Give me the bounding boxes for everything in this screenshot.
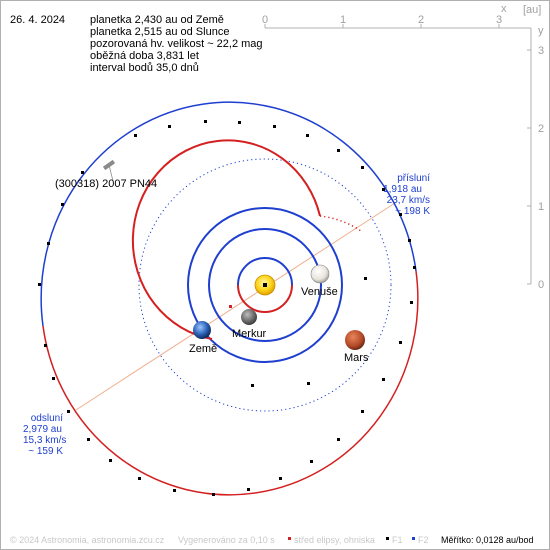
earth-label: Země	[189, 343, 217, 355]
mars-orbit	[131, 139, 362, 340]
aphelion-distance: 2,979 au	[23, 424, 62, 435]
footer-legend-center: střed elipsy, ohniska	[294, 535, 375, 545]
y-tick-1: 1	[538, 201, 544, 213]
footer-copyright: © 2024 Astronomia, astronomia.zcu.cz	[10, 535, 165, 545]
focus-f1-marker	[263, 283, 267, 287]
footer-legend-f1: F1	[392, 535, 403, 545]
info-interval: interval bodů 35,0 dnů	[90, 62, 199, 74]
info-distance-sun: planetka 2,515 au od Slunce	[90, 26, 230, 38]
perihelion-label: přísluní 1,918 au 23,7 km/s ~ 198 K	[383, 173, 430, 217]
axis-frame	[264, 24, 532, 285]
asteroid-name-label: (300318) 2007 PN44	[55, 178, 157, 190]
earth-orbit	[187, 207, 343, 363]
mars-planet	[345, 330, 365, 350]
info-period: oběžná doba 3,831 let	[90, 50, 199, 62]
aphelion-speed: 15,3 km/s	[23, 435, 67, 446]
footer-generated: Vygenerováno za 0,10 s	[178, 535, 275, 545]
legend-f2-marker	[412, 537, 415, 540]
perihelion-distance: 1,918 au	[383, 184, 422, 195]
perihelion-title: přísluní	[397, 173, 430, 184]
info-distance-earth: planetka 2,430 au od Země	[90, 14, 224, 26]
apsis-line	[75, 202, 396, 411]
footer-scale: Měřítko: 0,0128 au/bod	[441, 535, 534, 545]
x-tick-2: 2	[418, 14, 424, 26]
mars-label: Mars	[344, 352, 369, 364]
venus-label: Venuše	[301, 286, 338, 298]
y-axis-marker: y	[538, 25, 544, 37]
mercury-orbit	[237, 257, 293, 313]
x-tick-0: 0	[262, 14, 268, 26]
venus-orbit	[208, 228, 322, 342]
perihelion-speed: 23,7 km/s	[386, 195, 430, 206]
legend-f1-marker	[386, 537, 389, 540]
dotted-inner-orbit	[138, 158, 392, 412]
x-tick-1: 1	[340, 14, 346, 26]
y-tick-2: 2	[538, 123, 544, 135]
ellipse-center-marker	[229, 305, 232, 308]
footer-legend-f2: F2	[418, 535, 429, 545]
y-tick-3: 3	[538, 45, 544, 57]
asteroid-orbit	[40, 101, 419, 496]
y-tick-0: 0	[538, 279, 544, 291]
asteroid-orbit-points	[38, 120, 416, 496]
earth-planet	[193, 321, 211, 339]
legend-center-marker	[288, 537, 291, 540]
aphelion-label: odsluní 2,979 au 15,3 km/s ~ 159 K	[23, 413, 67, 457]
x-axis-marker: x	[501, 3, 507, 15]
x-tick-3: 3	[496, 14, 502, 26]
date-label: 26. 4. 2024	[10, 14, 66, 26]
axis-tick-labels: 0 1 2 3 3 2 1 0 x [au] y	[262, 3, 544, 291]
perihelion-temperature: ~ 198 K	[395, 206, 430, 217]
mercury-planet	[241, 309, 257, 325]
info-magnitude: pozorovaná hv. velikost ~ 22,2 mag	[90, 38, 263, 50]
asteroid-label-leader	[108, 164, 114, 182]
venus-planet	[310, 264, 330, 284]
aphelion-temperature: ~ 159 K	[28, 446, 63, 457]
axis-unit-label: [au]	[523, 4, 541, 16]
mercury-label: Merkur	[232, 328, 267, 340]
aphelion-title: odsluní	[30, 413, 63, 424]
